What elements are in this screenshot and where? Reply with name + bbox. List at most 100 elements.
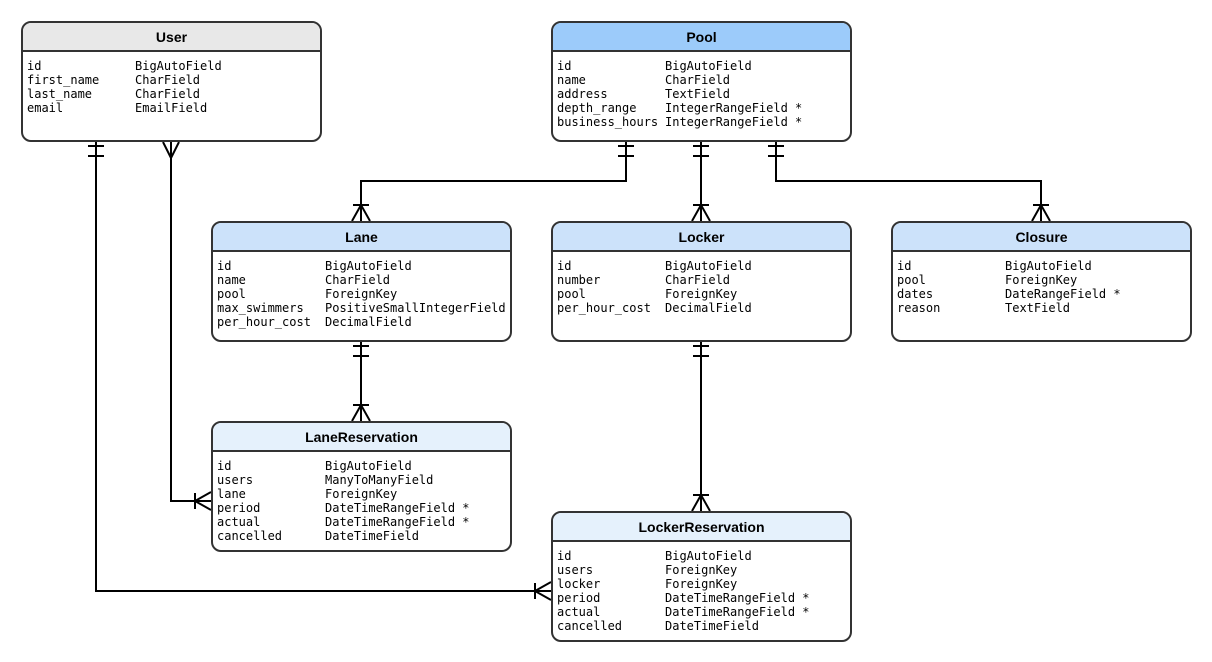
one-marker bbox=[353, 345, 369, 357]
relationship-locker-lockerreservation bbox=[691, 342, 711, 512]
field-row: id BigAutoField bbox=[897, 259, 1190, 273]
field-type: BigAutoField bbox=[665, 59, 752, 73]
field-type: CharField bbox=[665, 73, 731, 87]
field-name: pool bbox=[557, 287, 586, 301]
field-row: id BigAutoField bbox=[217, 459, 510, 473]
field-name: users bbox=[557, 563, 594, 577]
field-name: locker bbox=[557, 577, 601, 591]
field-type: IntegerRangeField * bbox=[665, 101, 803, 115]
field-name: first_name bbox=[27, 73, 100, 87]
field-name: actual bbox=[557, 605, 601, 619]
field-name: id bbox=[27, 59, 42, 73]
field-type: DateTimeRangeField * bbox=[325, 515, 470, 529]
entity-title: LaneReservation bbox=[305, 428, 418, 445]
field-row: actual DateTimeRangeField * bbox=[217, 515, 510, 529]
field-type: DateTimeField bbox=[665, 619, 759, 633]
field-name: cancelled bbox=[557, 619, 623, 633]
field-name: pool bbox=[897, 273, 926, 287]
many-marker bbox=[194, 491, 212, 511]
field-name: dates bbox=[897, 287, 934, 301]
field-name: cancelled bbox=[217, 529, 283, 543]
entity-header: Locker bbox=[553, 223, 850, 252]
field-type: BigAutoField bbox=[1005, 259, 1092, 273]
field-type: DateTimeField bbox=[325, 529, 419, 543]
entity-title: User bbox=[155, 28, 188, 45]
field-name: depth_range bbox=[557, 101, 637, 115]
many-marker bbox=[691, 204, 711, 222]
entity-title: LockerReservation bbox=[638, 518, 765, 535]
field-name: id bbox=[897, 259, 912, 273]
entity-header: Pool bbox=[553, 23, 850, 52]
relationship-lane-lanereservation bbox=[351, 342, 371, 422]
many-marker bbox=[691, 494, 711, 512]
field-type: CharField bbox=[135, 87, 201, 101]
field-name: period bbox=[217, 501, 261, 515]
field-type: BigAutoField bbox=[325, 259, 412, 273]
field-type: CharField bbox=[665, 273, 731, 287]
field-name: pool bbox=[217, 287, 246, 301]
field-row: dates DateRangeField * bbox=[897, 287, 1190, 301]
field-type: ForeignKey bbox=[325, 487, 398, 501]
field-row: cancelled DateTimeField bbox=[217, 529, 510, 543]
field-type: ForeignKey bbox=[325, 287, 398, 301]
entity-header: LockerReservation bbox=[553, 513, 850, 542]
field-type: CharField bbox=[135, 73, 201, 87]
field-row: period DateTimeRangeField * bbox=[217, 501, 510, 515]
relationship-pool-closure bbox=[768, 142, 1051, 222]
entity-header: Closure bbox=[893, 223, 1190, 252]
many-marker bbox=[351, 204, 371, 222]
field-name: address bbox=[557, 87, 608, 101]
field-name: name bbox=[217, 273, 246, 287]
field-type: PositiveSmallIntegerField bbox=[325, 301, 506, 315]
entity-title: Locker bbox=[678, 228, 725, 245]
entity-header: User bbox=[23, 23, 320, 52]
field-type: EmailField bbox=[135, 101, 208, 115]
field-name: max_swimmers bbox=[217, 301, 304, 315]
field-type: ForeignKey bbox=[1005, 273, 1078, 287]
field-type: BigAutoField bbox=[325, 459, 412, 473]
entity-title: Pool bbox=[686, 28, 717, 45]
one-marker bbox=[693, 345, 709, 357]
field-type: BigAutoField bbox=[135, 59, 222, 73]
field-type: IntegerRangeField * bbox=[665, 115, 803, 129]
many-marker bbox=[162, 141, 180, 161]
field-name: users bbox=[217, 473, 254, 487]
field-type: DateRangeField * bbox=[1005, 287, 1121, 301]
field-name: per_hour_cost bbox=[557, 301, 651, 315]
many-marker bbox=[351, 404, 371, 422]
field-type: DecimalField bbox=[325, 315, 412, 329]
entity-header: LaneReservation bbox=[213, 423, 510, 452]
relationship-pool-lane bbox=[351, 142, 634, 222]
field-type: DateTimeRangeField * bbox=[325, 501, 470, 515]
one-marker bbox=[618, 145, 634, 157]
relationship-user-lockerreservation bbox=[88, 142, 552, 601]
field-name: per_hour_cost bbox=[217, 315, 311, 329]
field-name: number bbox=[557, 273, 601, 287]
field-type: TextField bbox=[665, 87, 731, 101]
field-name: id bbox=[217, 459, 232, 473]
field-type: BigAutoField bbox=[665, 549, 752, 563]
field-name: id bbox=[557, 549, 572, 563]
field-name: actual bbox=[217, 515, 261, 529]
